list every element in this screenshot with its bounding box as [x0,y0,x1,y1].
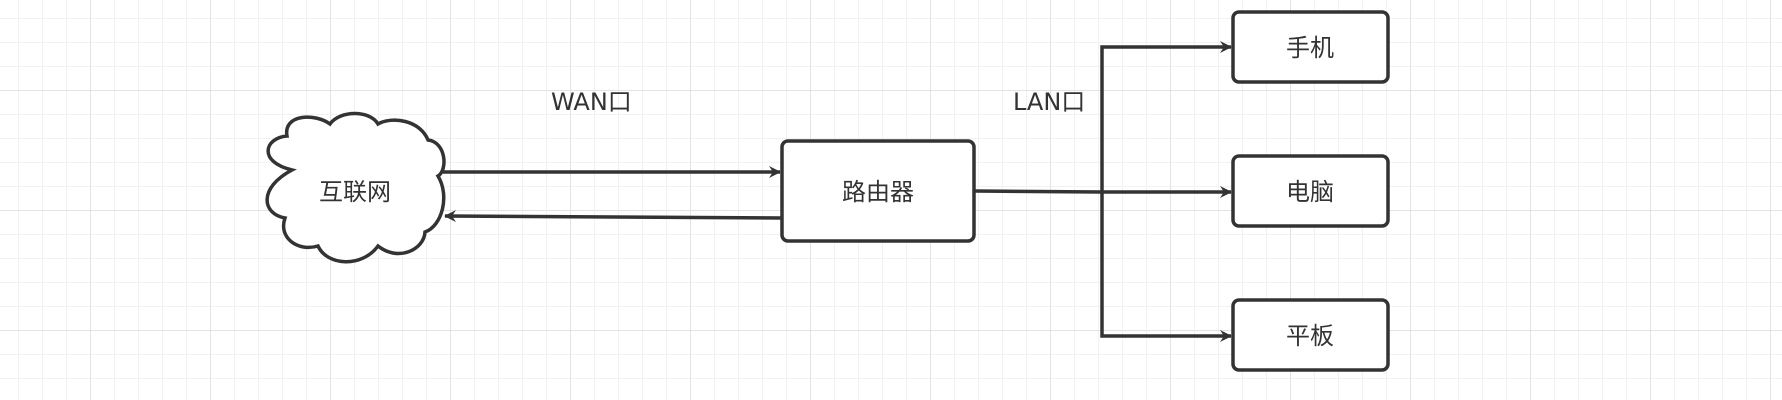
router-box [780,139,976,243]
lan-port-label: LAN口 [1013,88,1085,116]
cloud-shape [265,111,446,264]
edge-router-to-phone[interactable] [1100,41,1232,192]
tablet-label: 平板 [1286,322,1334,350]
computer-label: 电脑 [1286,178,1334,206]
computer-box [1231,154,1390,228]
wan-port-label: WAN口 [551,88,632,116]
edge-router-to-internet[interactable] [444,210,783,223]
tablet-node[interactable]: 平板 [1231,298,1390,372]
internet-label: 互联网 [319,178,391,206]
phone-node[interactable]: 手机 [1231,10,1390,84]
internet-node[interactable]: 互联网 [265,111,446,264]
router-node[interactable]: 路由器 [780,139,976,243]
phone-label: 手机 [1286,34,1334,62]
computer-node[interactable]: 电脑 [1231,154,1390,228]
tablet-box [1231,298,1390,372]
router-label: 路由器 [842,178,914,206]
phone-box [1231,10,1390,84]
edge-router-to-tablet[interactable] [1100,192,1232,342]
